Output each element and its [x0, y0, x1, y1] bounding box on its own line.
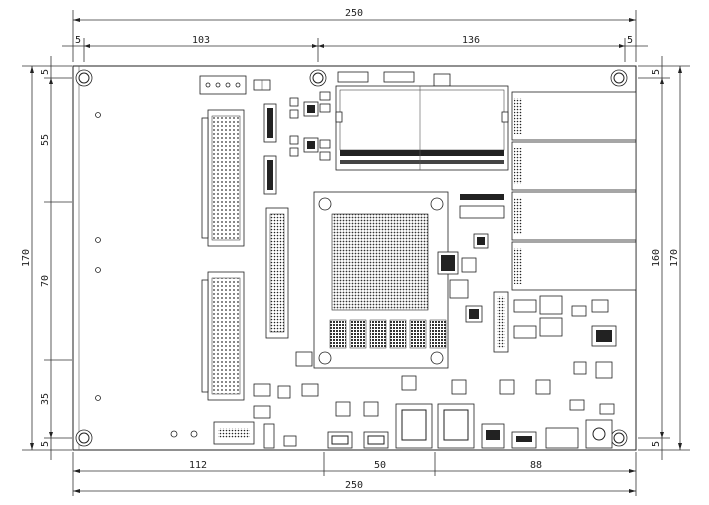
- dim-top-right-span: 136: [462, 35, 480, 46]
- b2b-connector-lower: [201, 271, 245, 401]
- small-connectors-top: [263, 91, 331, 195]
- dim-top-total: 250: [345, 8, 363, 19]
- dim-left-total: 170: [21, 249, 32, 267]
- small-components-bottom: [170, 351, 615, 449]
- dimension-lines: [22, 10, 690, 496]
- dim-bottom-mid-span: 50: [374, 460, 386, 471]
- dim-bottom-total: 250: [345, 480, 363, 491]
- soc-package: [313, 191, 449, 369]
- dim-left-top-margin: 5: [40, 69, 51, 75]
- memory-chips: [329, 319, 447, 349]
- dimension-labels: 250 5 103 136 5 112 50 88 250 170 5 55 7…: [21, 8, 680, 491]
- dim-right-inner: 160: [651, 249, 662, 267]
- power-header: [199, 75, 271, 95]
- dim-right-top-margin: 5: [651, 69, 662, 75]
- dim-right-bottom-margin: 5: [651, 441, 662, 447]
- dim-top-left-margin: 5: [75, 35, 81, 46]
- dim-bottom-left-span: 112: [189, 460, 207, 471]
- dim-left-middle: 70: [40, 275, 51, 287]
- dim-left-lower: 35: [40, 393, 51, 405]
- dim-bottom-right-span: 88: [530, 460, 542, 471]
- expansion-modules: [511, 91, 637, 291]
- mounting-holes: [75, 69, 628, 447]
- dim-left-bottom-margin: 5: [40, 441, 51, 447]
- dim-top-left-span: 103: [192, 35, 210, 46]
- dim-right-total: 170: [669, 249, 680, 267]
- b2b-connector-upper: [201, 109, 245, 247]
- mid-components: [437, 194, 617, 353]
- slim-connector: [265, 207, 289, 339]
- dim-top-right-margin: 5: [627, 35, 633, 46]
- io-connectors: [327, 403, 613, 449]
- sodimm-slot: [335, 71, 509, 171]
- dim-left-upper: 55: [40, 134, 51, 146]
